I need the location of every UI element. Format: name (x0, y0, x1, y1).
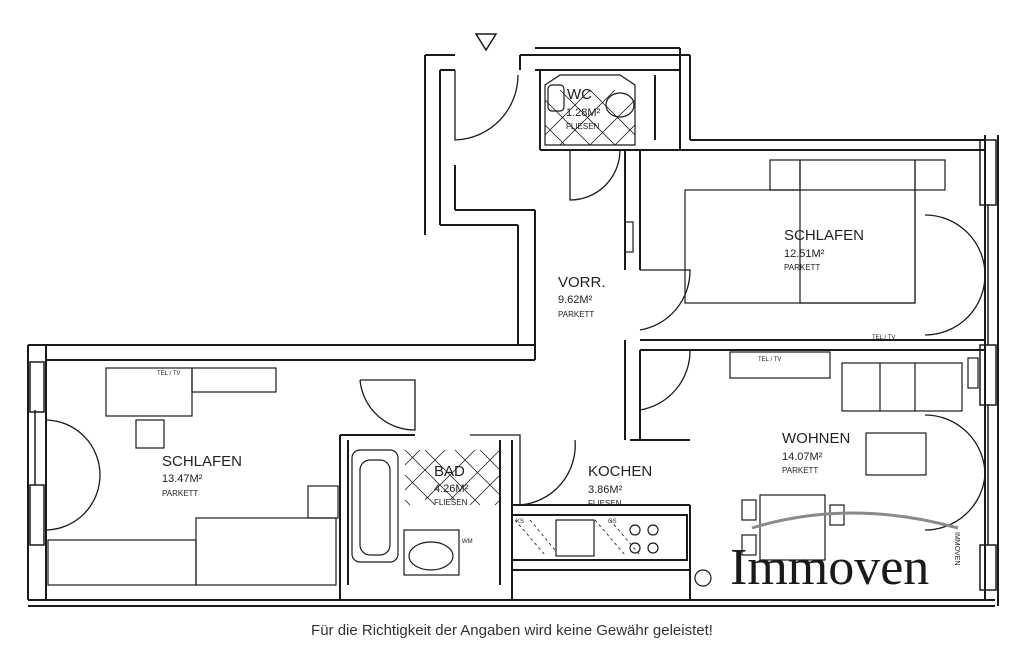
room-wohnen-floor: PARKETT (782, 466, 818, 475)
entry-arrow-icon (474, 33, 498, 52)
room-vorr-area: 9.62M² (558, 294, 593, 306)
gs-mark: GS (608, 519, 617, 525)
walls (27, 47, 999, 607)
room-kochen-area: 3.86M² (588, 484, 623, 496)
room-wohnen-area: 14.07M² (782, 451, 823, 463)
tel-tv-mark-3: TEL / TV (157, 371, 180, 377)
room-schlafen-left: SCHLAFEN 13.47M² PARKETT (162, 453, 242, 498)
room-wohnen: WOHNEN 14.07M² PARKETT (782, 430, 850, 475)
windows (29, 139, 997, 591)
room-kochen-name: KOCHEN (588, 463, 652, 480)
logo-side-text: IMMOVEN (953, 532, 960, 565)
room-schlafen-left-floor: PARKETT (162, 489, 198, 498)
room-schlafen-right-name: SCHLAFEN (784, 227, 864, 244)
room-wc-name: WC (567, 86, 592, 103)
room-bad-name: BAD (434, 463, 465, 480)
room-wc-area: 1.28M² (566, 107, 601, 119)
room-bad: BAD 4.26M² FLIESEN (434, 463, 469, 507)
immoven-logo: Immoven IMMOVEN (730, 511, 960, 596)
tel-tv-mark-2: TEL / TV (758, 357, 781, 363)
room-wohnen-name: WOHNEN (782, 430, 850, 447)
room-schlafen-right-area: 12.51M² (784, 248, 825, 260)
wm-mark: WM (462, 539, 473, 545)
room-wc: WC 1.28M² FLIESEN (566, 86, 601, 131)
tile-pattern (404, 89, 641, 556)
room-schlafen-left-name: SCHLAFEN (162, 453, 242, 470)
room-schlafen-right-floor: PARKETT (784, 263, 820, 272)
ks-mark: KS (516, 519, 524, 525)
doors (45, 70, 986, 531)
room-schlafen-right: SCHLAFEN 12.51M² PARKETT (784, 227, 864, 272)
room-schlafen-left-area: 13.47M² (162, 473, 203, 485)
tel-tv-mark-1: TEL / TV (872, 335, 895, 341)
room-wc-floor: FLIESEN (566, 122, 600, 131)
disclaimer-text: Für die Richtigkeit der Angaben wird kei… (311, 622, 713, 639)
room-vorr-floor: PARKETT (558, 310, 594, 319)
room-bad-area: 4.26M² (434, 483, 469, 495)
room-kochen-floor: FLIESEN (588, 499, 622, 508)
room-bad-floor: FLIESEN (434, 498, 468, 507)
room-vorr: VORR. 9.62M² PARKETT (558, 274, 606, 319)
logo-text: Immoven (730, 539, 929, 596)
room-vorr-name: VORR. (558, 274, 606, 291)
furniture (47, 74, 979, 587)
room-kochen: KOCHEN 3.86M² FLIESEN (588, 463, 652, 508)
